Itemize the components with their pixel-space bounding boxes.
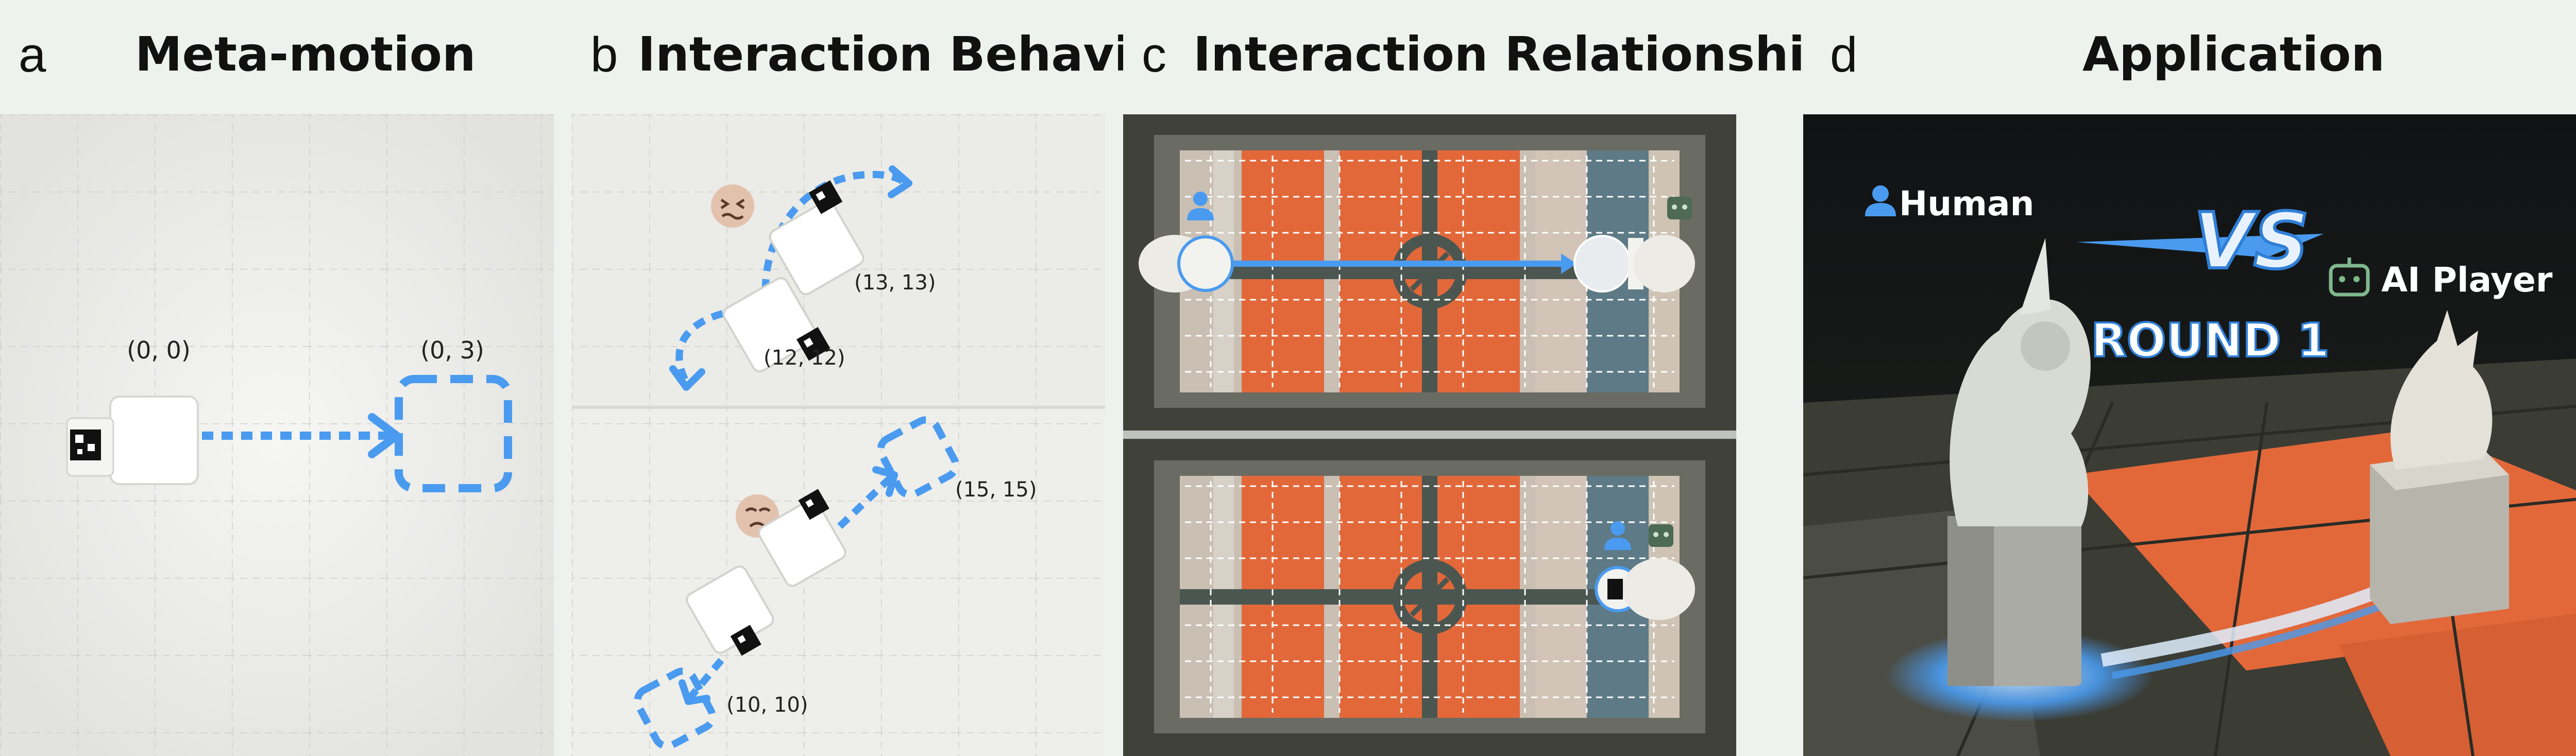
target-circle — [1573, 235, 1631, 293]
application-photo: Human VS ROUND 1 AI Player — [1803, 114, 2576, 756]
panel-letter: a — [19, 27, 46, 82]
board-top — [1123, 114, 1736, 431]
arrow-head-icon — [888, 165, 912, 198]
robot-cube — [769, 180, 865, 296]
board-scenes — [1123, 114, 1736, 756]
panel-letter: d — [1830, 27, 1858, 82]
panel-a-header: a Meta-motion — [0, 0, 554, 114]
human-figurine — [1139, 235, 1234, 293]
target-outline — [877, 416, 959, 499]
meta-motion-photo: (0, 0) (0, 3) — [0, 114, 554, 756]
vs-streak — [2076, 234, 2324, 257]
arrow-head-icon — [872, 466, 898, 497]
coord-start-label: (0, 0) — [127, 336, 191, 364]
upset-face-icon — [711, 184, 754, 228]
arrow-head-icon — [679, 679, 710, 705]
human-label: Human — [1899, 184, 2035, 224]
interaction-behavior-photo: (13, 13) (12, 12) (15, 15) — [572, 114, 1105, 756]
panel-b-header: b Interaction Behavior — [572, 0, 1187, 114]
battle-scene: Human VS ROUND 1 AI Player — [1803, 114, 2576, 756]
panel-interaction-relationship: c Interaction Relationship — [1123, 0, 1839, 756]
meta-motion-scene: (0, 0) (0, 3) — [0, 114, 554, 756]
robot-icon — [1649, 524, 1673, 547]
vs-label: VS — [2194, 197, 2309, 286]
panel-interaction-behavior: b Interaction Behavior — [572, 0, 1187, 756]
robot-icon — [2329, 257, 2370, 297]
panel-meta-motion: a Meta-motion (0, 0) (0, 3) — [0, 0, 554, 756]
arrow-head-icon — [1561, 253, 1577, 274]
panel-title: Interaction Behavior — [638, 27, 1187, 82]
panel-title: Application — [2082, 27, 2385, 82]
human-figurine — [1947, 238, 2091, 686]
robot-cube — [66, 396, 199, 485]
panel-application: d Application — [1803, 0, 2576, 756]
coord-label-3: (15, 15) — [955, 478, 1037, 502]
panel-letter: b — [590, 27, 618, 82]
coord-label-4: (10, 10) — [726, 693, 808, 717]
ai-figurine — [1628, 235, 1695, 293]
robot-icon — [1667, 197, 1692, 219]
panel-letter: c — [1142, 27, 1166, 82]
panel-c-header: c Interaction Relationship — [1123, 0, 1839, 114]
robot-cube — [686, 565, 774, 656]
panel-title: Meta-motion — [135, 27, 476, 82]
ai-figurine — [1595, 558, 1695, 620]
arrow-head-icon — [669, 365, 705, 391]
target-outline — [395, 375, 512, 492]
target-outline — [634, 667, 716, 750]
panel-title: Interaction Relationship — [1193, 27, 1839, 82]
ai-player-label: AI Player — [2381, 260, 2553, 300]
person-icon — [1865, 185, 1896, 216]
ai-figurine — [2370, 310, 2509, 624]
board-bottom — [1123, 440, 1736, 756]
panel-d-header: d Application — [1803, 0, 2576, 114]
coord-label-2: (12, 12) — [764, 346, 845, 370]
robot-cube — [722, 277, 831, 373]
coord-end-label: (0, 3) — [420, 336, 484, 364]
coord-label-1: (13, 13) — [854, 271, 936, 295]
interaction-relationship-photo — [1123, 114, 1736, 756]
interaction-behavior-scene: (13, 13) (12, 12) (15, 15) — [572, 114, 1105, 756]
round-label: ROUND 1 — [2091, 314, 2330, 368]
robot-cube — [758, 489, 846, 587]
